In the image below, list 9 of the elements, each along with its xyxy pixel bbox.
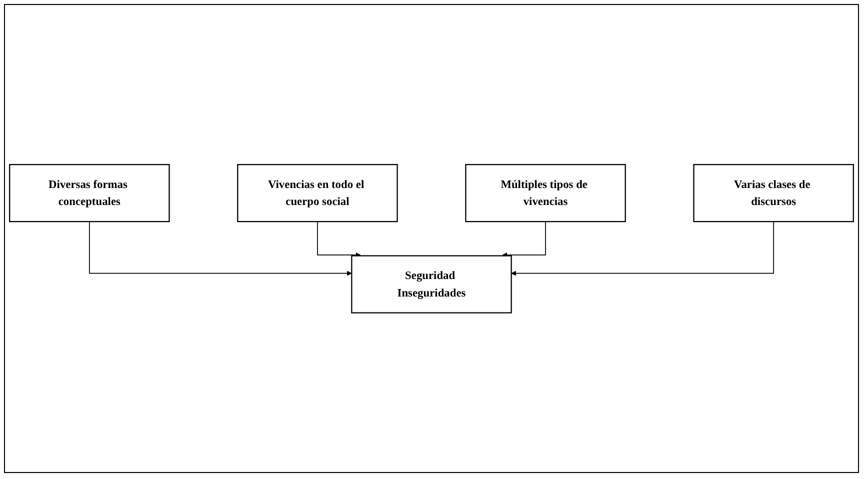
node-box: Varias clases de discursos [693,164,854,222]
node-box: Diversas formas conceptuales [9,164,170,222]
node-box: Múltiples tipos de vivencias [465,164,626,222]
arrow [502,220,546,258]
arrow [317,220,361,258]
arrow [511,220,774,276]
node-box: Seguridad Inseguridades [351,255,512,314]
node-box: Vivencias en todo el cuerpo social [237,164,398,222]
arrow [88,220,352,276]
